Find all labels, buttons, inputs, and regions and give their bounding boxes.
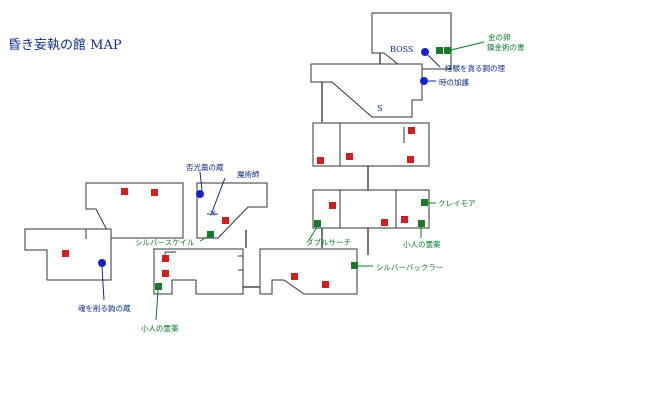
green-marker <box>314 220 321 227</box>
red-marker <box>329 202 336 209</box>
corridors <box>204 53 381 288</box>
label-double-search: ダブルサーチ <box>306 237 351 247</box>
label-majutsushi: 魔術師 <box>237 169 260 179</box>
red-marker <box>222 217 229 224</box>
green-marker <box>421 199 428 206</box>
green-marker <box>444 47 451 54</box>
room-s <box>310 63 423 118</box>
green-marker <box>436 47 443 54</box>
label-keiken-wo-musaboru: 経験を貪る鋼の理 <box>445 63 505 73</box>
room-west-right <box>196 182 268 239</box>
label-silver-buckler: シルバーバックラー <box>376 263 443 272</box>
red-marker <box>407 156 414 163</box>
red-marker <box>162 270 169 277</box>
labels: BOSS S 金の卵 錬金術の書 経験を貪る鋼の理 時の加護 否光藁の蔵 魔術師… <box>78 32 525 333</box>
label-ankoku-no-sho: 否光藁の蔵 <box>186 162 224 172</box>
room-boss <box>371 12 452 70</box>
green-marker <box>155 283 162 290</box>
green-marker <box>351 262 358 269</box>
rooms <box>24 12 452 295</box>
label-renkinjutsu-no-sho: 錬金術の書 <box>487 42 525 52</box>
red-marker <box>121 188 128 195</box>
room-lower-left <box>153 248 244 295</box>
red-marker <box>151 189 158 196</box>
blue-marker <box>196 190 204 198</box>
markers <box>62 47 451 290</box>
label-toki-no-kago: 時の加護 <box>439 77 469 87</box>
red-marker <box>291 273 298 280</box>
room-lower-right <box>259 248 358 295</box>
red-marker <box>408 127 415 134</box>
svg-text:×: × <box>209 209 217 219</box>
red-marker <box>162 255 169 262</box>
start-label: S <box>377 104 382 113</box>
red-marker <box>317 157 324 164</box>
map-title: 昏き妄執の館 MAP <box>8 37 122 53</box>
red-marker <box>381 219 388 226</box>
green-marker <box>207 231 214 238</box>
label-kobito-no-reiyaku-1: 小人の霊薬 <box>403 239 441 249</box>
label-claymore: クレイモア <box>438 199 476 208</box>
blue-marker <box>98 259 106 267</box>
red-marker <box>401 216 408 223</box>
label-kin-no-tamago: 金の卵 <box>488 32 511 42</box>
label-kobito-no-reiyaku-2: 小人の霊薬 <box>141 323 179 333</box>
red-marker <box>322 281 329 288</box>
boss-label: BOSS <box>390 45 413 54</box>
leader-lines <box>101 41 485 321</box>
red-marker <box>346 153 353 160</box>
label-silver-scale: シルバースケイル <box>135 238 195 247</box>
red-marker <box>62 250 69 257</box>
label-tamashii-wo-kezuru: 魂を削る鉤の蔵 <box>78 303 131 313</box>
blue-marker <box>420 77 428 85</box>
blue-marker <box>421 48 429 56</box>
green-marker <box>418 220 425 227</box>
